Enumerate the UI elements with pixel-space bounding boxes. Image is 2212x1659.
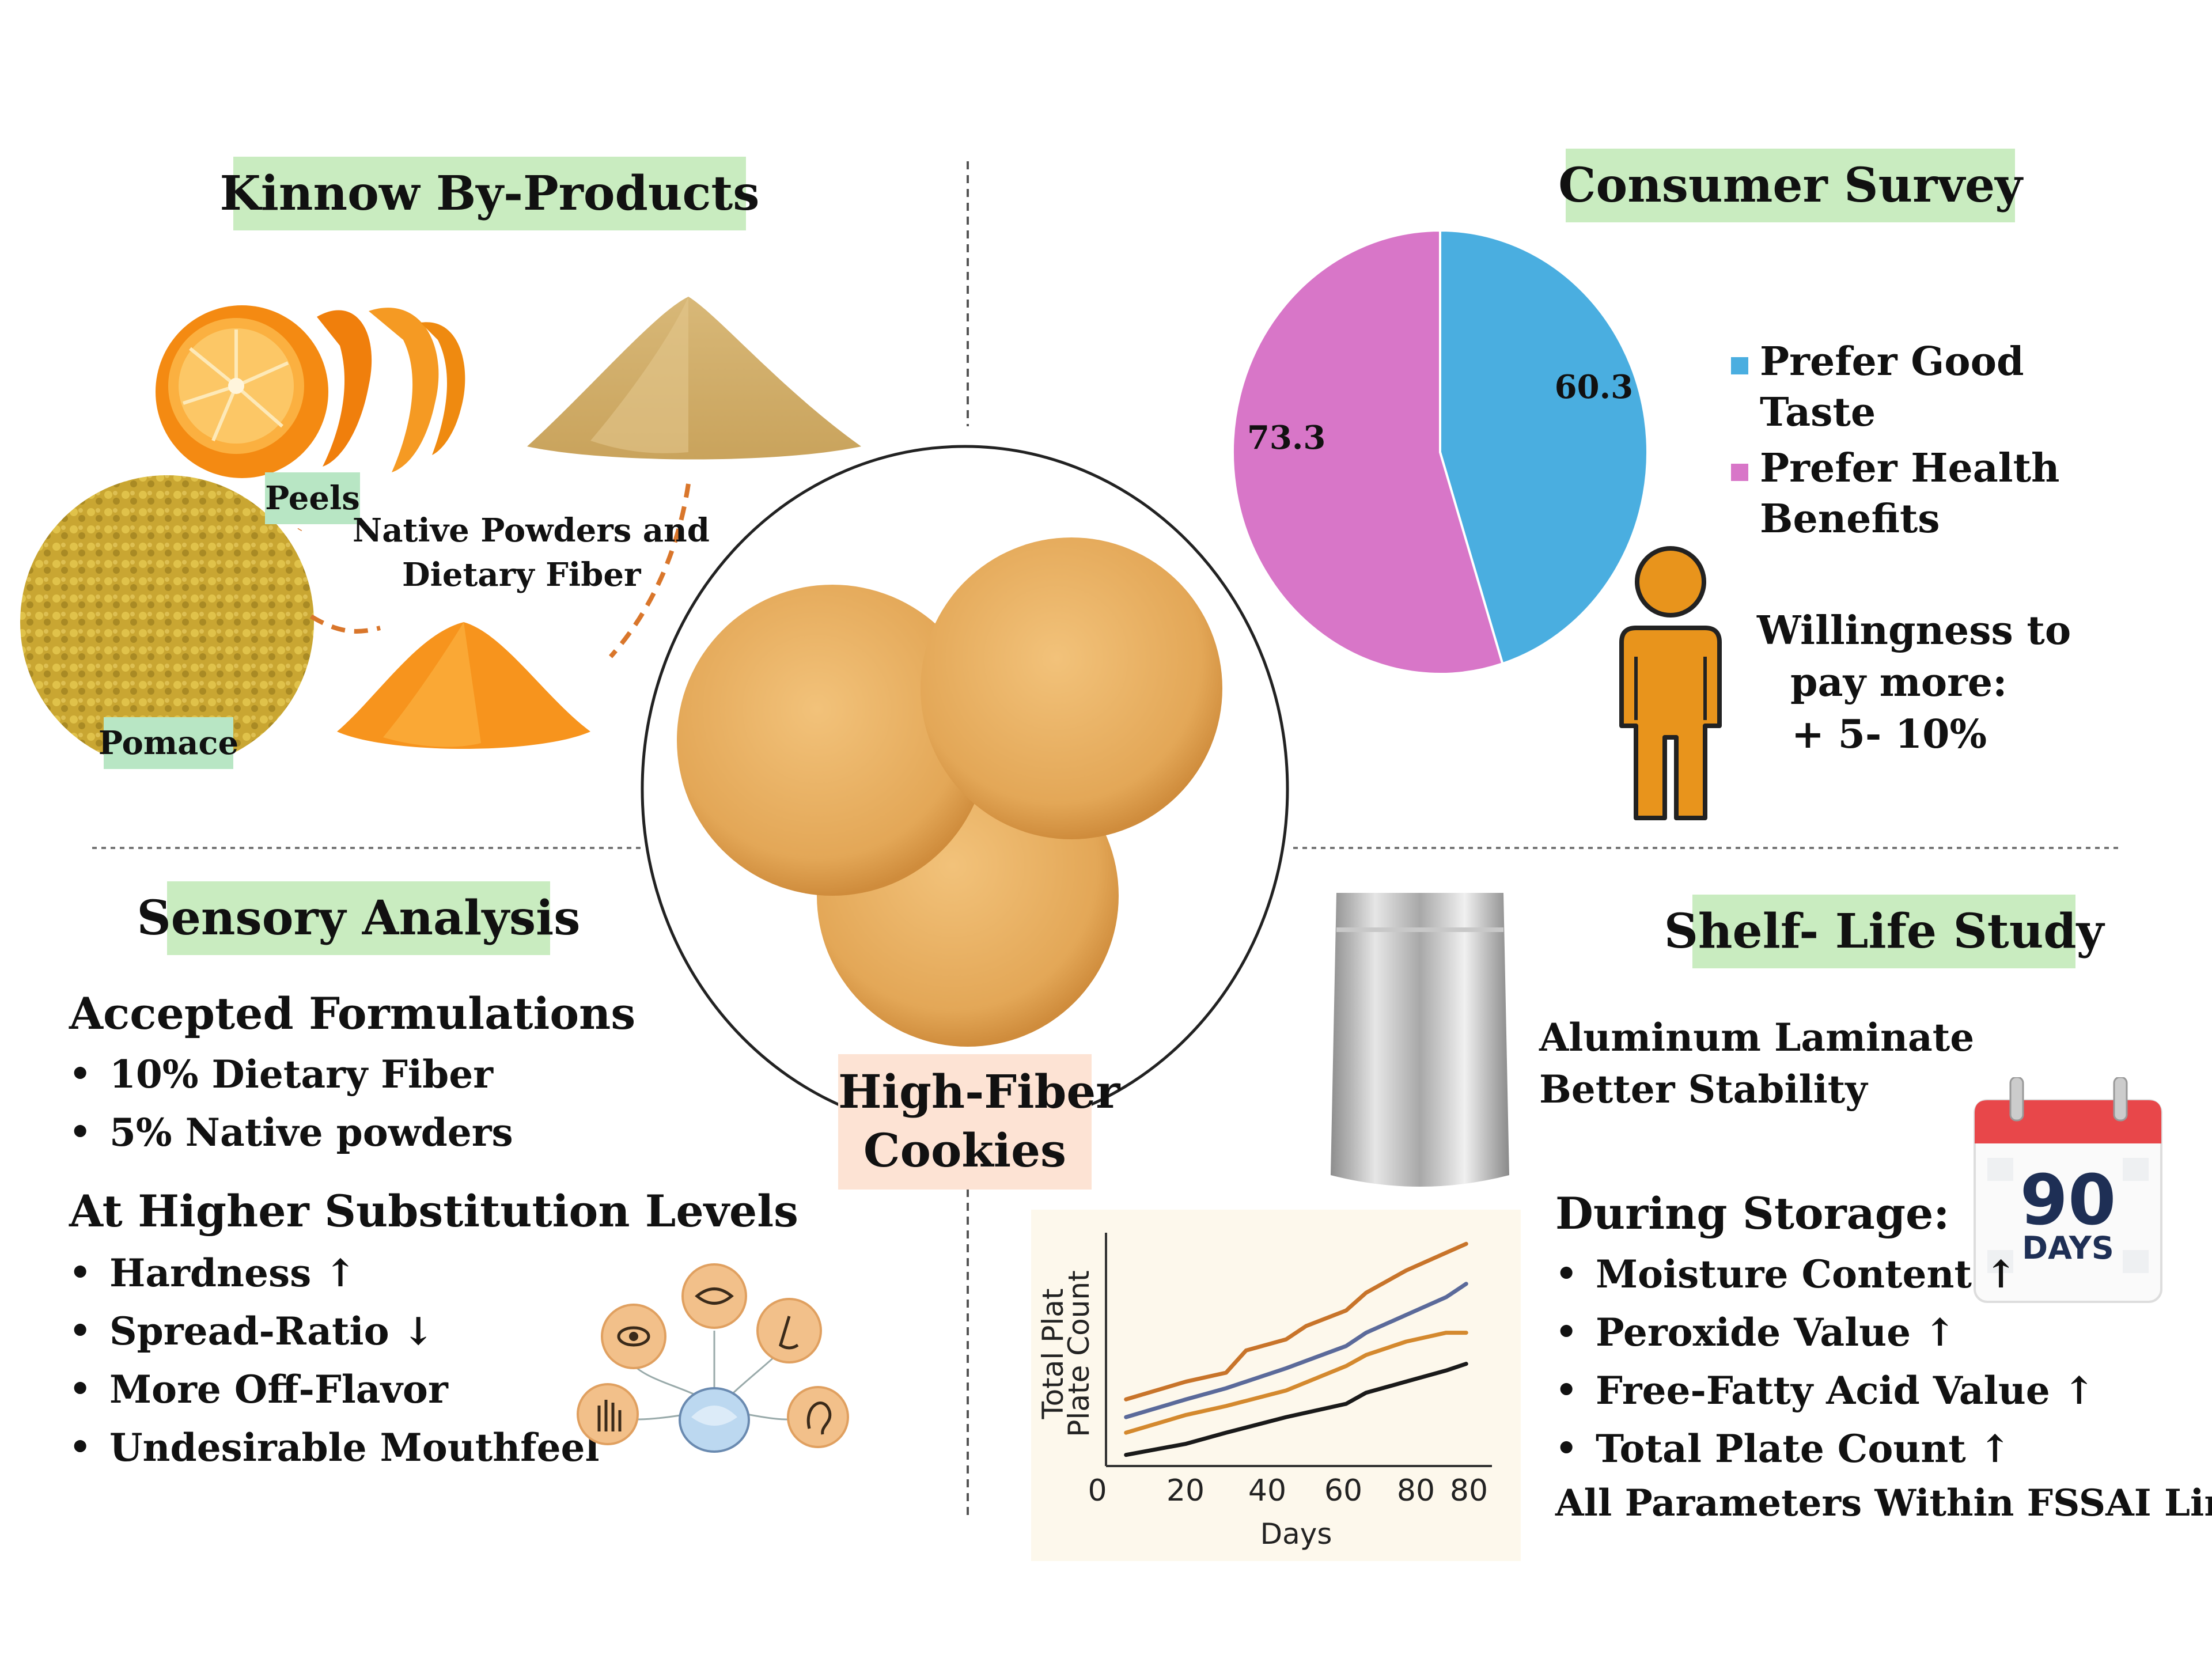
- orange-powder-image: [337, 622, 590, 749]
- chart-series-line: [1124, 1282, 1468, 1419]
- x-tick-label: 40: [1248, 1474, 1286, 1508]
- cookies-label-line2: Cookies: [863, 1123, 1067, 1177]
- legend-health-line1: Prefer Health: [1760, 445, 2060, 491]
- storage-list: Moisture Content ↑ Peroxide Value ↑ Free…: [1555, 1245, 2095, 1478]
- peels-label: Peels: [265, 472, 360, 524]
- chart-series-line: [1124, 1362, 1468, 1457]
- pack-line1: Aluminum Laminate: [1539, 1015, 1975, 1060]
- kinnow-title: Kinnow By-Products: [220, 157, 759, 230]
- x-tick-label: 80: [1450, 1474, 1488, 1508]
- pie-slice: [1439, 229, 1649, 665]
- legend-swatch-health: [1731, 464, 1748, 481]
- accepted-heading: Accepted Formulations: [69, 988, 636, 1039]
- storage-item: Free-Fatty Acid Value ↑: [1555, 1362, 2095, 1420]
- cookies-label-line1: High-Fiber: [838, 1065, 1120, 1119]
- senses-icon: [577, 1263, 849, 1453]
- pie-value-label: 60.3: [1555, 368, 1633, 406]
- x-tick-label: 60: [1324, 1474, 1362, 1508]
- pack-line2: Better Stability: [1539, 1067, 1868, 1112]
- storage-item: Total Plate Count ↑: [1555, 1420, 2095, 1478]
- higher-item: Undesirable Mouthfeel: [69, 1419, 600, 1477]
- higher-item: More Off-Flavor: [69, 1361, 600, 1419]
- cookies-label-box: [838, 1054, 1092, 1190]
- y-axis-label: Plate Count: [1062, 1270, 1096, 1437]
- x-tick-label: 20: [1166, 1474, 1205, 1508]
- higher-heading: At Higher Substitution Levels: [69, 1185, 798, 1237]
- foil-pouch-image: [1331, 893, 1509, 1187]
- higher-item: Spread-Ratio ↓: [69, 1302, 600, 1361]
- survey-pie-chart: 60.3 73.3: [1232, 229, 1649, 675]
- willingness-line2: pay more:: [1790, 660, 2008, 706]
- higher-item: Hardness ↑: [69, 1244, 600, 1302]
- willingness-line3: + 5- 10%: [1791, 711, 1987, 757]
- legend-taste-line1: Prefer Good: [1760, 339, 2024, 385]
- storage-item: Peroxide Value ↑: [1555, 1304, 2095, 1362]
- x-axis-label: Days: [1260, 1517, 1332, 1551]
- willingness-line1: Willingness to: [1757, 608, 2071, 654]
- fssai-footer: All Parameters Within FSSAI Limits: [1555, 1482, 2212, 1525]
- fiber-powder-image: [527, 297, 861, 460]
- x-tick-label: 0: [1088, 1474, 1107, 1508]
- survey-title: Consumer Survey: [1558, 149, 2022, 222]
- pomace-label: Pomace: [99, 717, 238, 769]
- storage-item: Moisture Content ↑: [1555, 1245, 2095, 1304]
- shelf-chart-background: [1031, 1210, 1521, 1561]
- higher-list: Hardness ↑ Spread-Ratio ↓ More Off-Flavo…: [69, 1244, 600, 1477]
- y-axis-label: Total Plat: [1036, 1289, 1070, 1420]
- pie-value-label: 73.3: [1247, 419, 1325, 457]
- calendar-number: 90: [2020, 1161, 2116, 1241]
- legend-health-line2: Benefits: [1760, 496, 1940, 542]
- chart-series-line: [1124, 1241, 1468, 1402]
- cookies-image: [677, 537, 1222, 1047]
- orange-peel-image: [156, 305, 465, 478]
- x-tick-label: 80: [1397, 1474, 1435, 1508]
- pomace-image: [20, 475, 314, 769]
- accepted-list: 10% Dietary Fiber 5% Native powders: [69, 1046, 513, 1162]
- legend-taste-line2: Taste: [1760, 389, 1876, 435]
- accepted-item: 5% Native powders: [69, 1104, 513, 1162]
- storage-heading: During Storage:: [1555, 1188, 1950, 1239]
- person-icon: [1619, 546, 1722, 820]
- chart-series-line: [1124, 1331, 1468, 1435]
- powders-label-line2: Dietary Fiber: [402, 556, 641, 594]
- shelf-title: Shelf- Life Study: [1664, 895, 2104, 968]
- pie-slice: [1232, 229, 1504, 675]
- sensory-title: Sensory Analysis: [137, 881, 580, 955]
- powders-label-line1: Native Powders and: [353, 512, 710, 550]
- accepted-item: 10% Dietary Fiber: [69, 1046, 513, 1104]
- legend-swatch-taste: [1731, 357, 1748, 374]
